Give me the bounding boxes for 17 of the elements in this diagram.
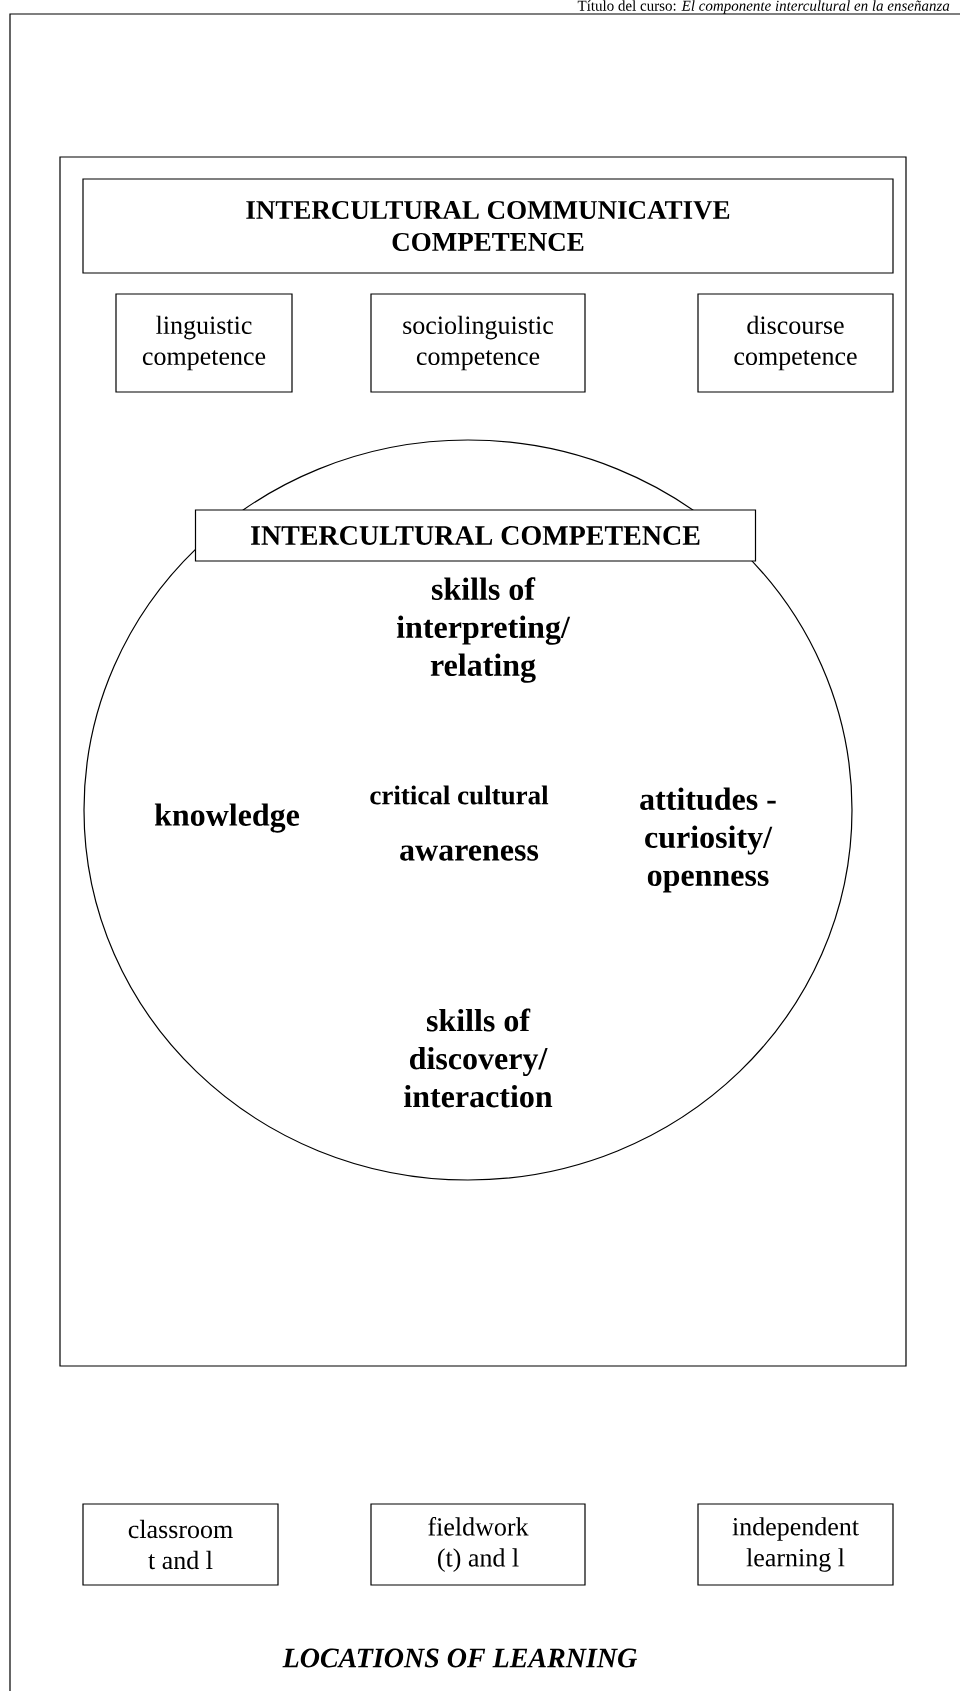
caption: LOCATIONS OF LEARNING [282,1648,637,1668]
heading-box: INTERCULTURAL COMMUNICATIVE COMPETENCE [82,178,894,274]
competence-circle [83,439,853,1181]
course-title: Título del curso: El componente intercultural en la enseñanza [577,0,950,14]
location-box: fieldwork (t) and l [370,1503,586,1586]
skill-label: skills of discovery/ interaction [404,1008,553,1108]
skill-label: awareness [400,845,539,861]
location-box: independent learning l [697,1503,894,1586]
location-box: classroom t and l [82,1503,279,1586]
heading-box: INTERCULTURAL COMPETENCE [194,509,757,562]
competence-box: linguistic competence [115,293,293,393]
skill-label: skills of interpreting/ relating [396,577,571,683]
skill-label: attitudes - curiosity/ openness [640,787,776,893]
skill-label: knowledge [154,803,300,833]
competence-box: sociolinguistic competence [370,293,586,393]
skill-label: critical cultural [370,785,549,805]
competence-box: discourse competence [697,293,894,393]
